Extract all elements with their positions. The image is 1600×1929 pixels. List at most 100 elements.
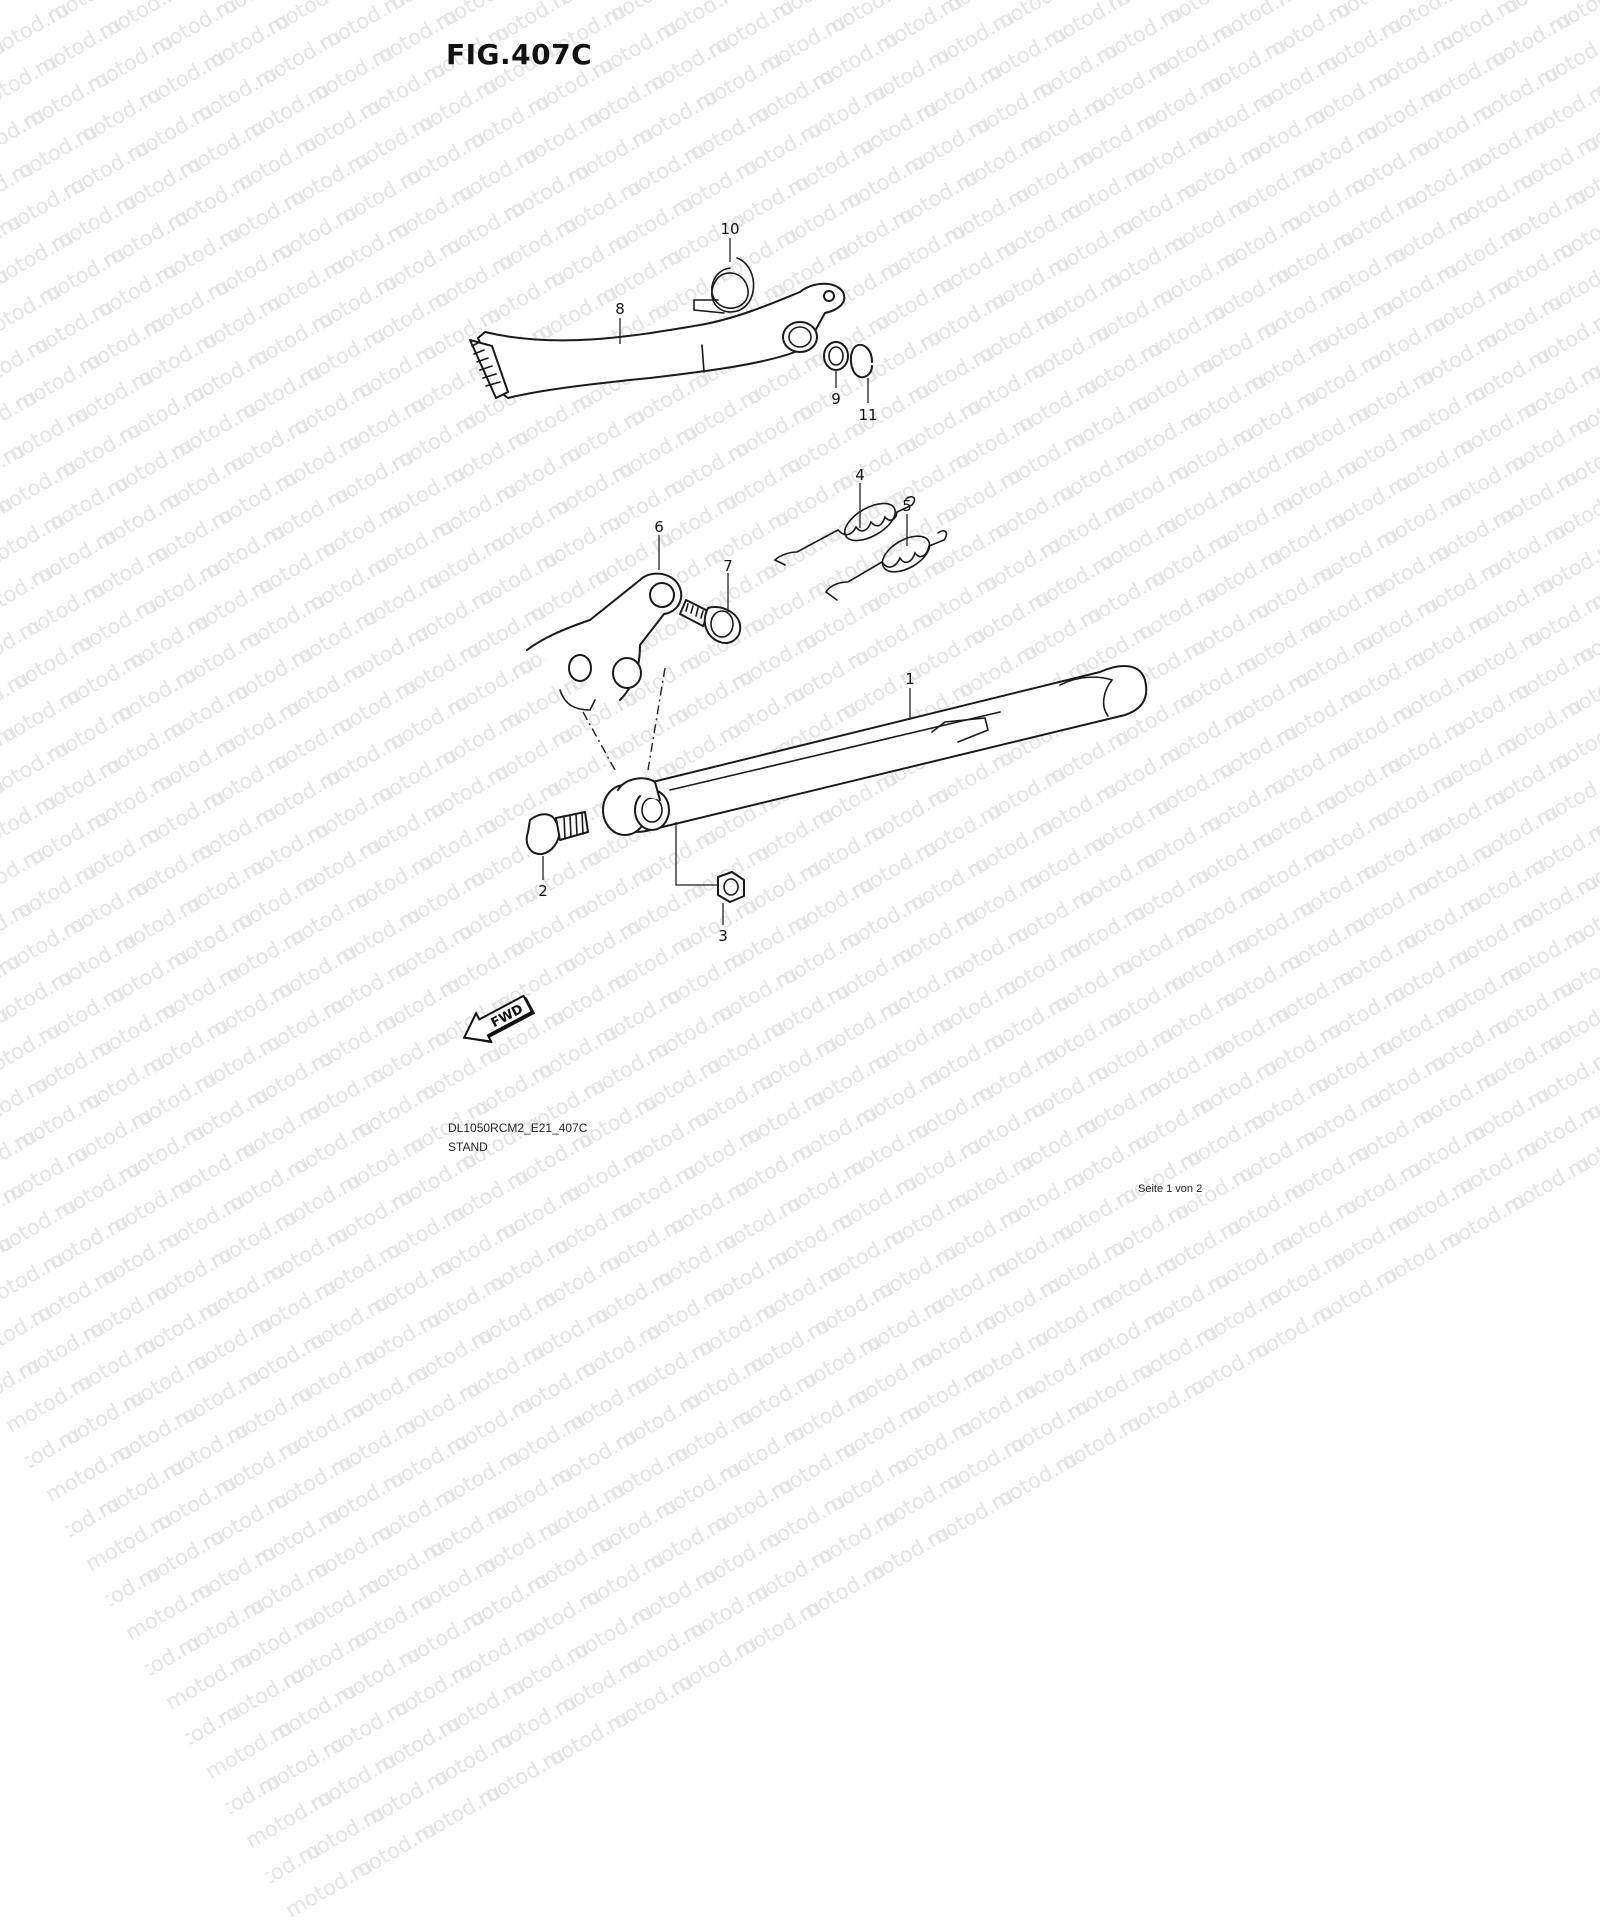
- watermark-text: motod.ru: [454, 1571, 538, 1643]
- watermark-text: motod.ru: [1251, 1250, 1335, 1322]
- watermark-text: motod.ru: [814, 1455, 898, 1527]
- watermark-text: motod.ru: [1095, 1201, 1179, 1273]
- watermark-text: motod.ru: [306, 1241, 390, 1313]
- watermark-text: motod.ru: [518, 1534, 602, 1606]
- watermark-text: motod.ru: [218, 1384, 302, 1456]
- watermark-text: motod.ru: [209, 1666, 293, 1738]
- watermark-text: motod.ru: [1123, 1324, 1207, 1396]
- watermark-text: motod.ru: [1006, 1344, 1090, 1416]
- watermark-text: motod.ru: [86, 1230, 170, 1302]
- watermark-text: motod.ru: [145, 1703, 229, 1775]
- section-name: STAND: [448, 1140, 488, 1154]
- watermark-text: motod.ru: [1187, 1287, 1271, 1359]
- watermark-text: motod.ru: [630, 1285, 714, 1357]
- watermark-text: motod.ru: [438, 1396, 522, 1468]
- watermark-text: motod.ru: [810, 1227, 894, 1299]
- watermark-text: motod.ru: [185, 1772, 269, 1844]
- watermark-text: motod.ru: [662, 1636, 746, 1708]
- watermark-text: motod.ru: [1175, 1340, 1259, 1412]
- watermark-text: motod.ru: [0, 1304, 41, 1376]
- callout-6: 6: [654, 518, 664, 536]
- bracket-bolt: [680, 600, 740, 643]
- watermark-text: motod.ru: [310, 1470, 394, 1542]
- watermark-text: motod.ru: [710, 1423, 794, 1495]
- watermark-text: motod.ru: [1070, 1307, 1154, 1379]
- watermark-text: motod.ru: [558, 1603, 642, 1675]
- watermark-text: motod.ru: [414, 1502, 498, 1574]
- watermark-text: motod.ru: [426, 1449, 510, 1521]
- watermark-text: motod.ru: [21, 1267, 105, 1339]
- watermark-text: motod.ru: [338, 1592, 422, 1664]
- watermark-text: motod.ru: [914, 1259, 998, 1331]
- watermark-text: motod.ru: [190, 1262, 274, 1334]
- watermark-text: motod.ru: [0, 1234, 1, 1306]
- watermark-text: motod.ru: [314, 1698, 398, 1770]
- watermark-text: motod.ru: [954, 1328, 1038, 1400]
- watermark-text: motod.ru: [1058, 1361, 1142, 1433]
- watermark-text: motod.ru: [826, 1402, 910, 1474]
- stand-nut: [718, 872, 744, 902]
- watermark-text: motod.ru: [274, 1629, 358, 1701]
- watermark-text: motod.ru: [598, 1673, 682, 1745]
- watermark-text: motod.ru: [378, 1661, 462, 1733]
- brake-pedal: [470, 284, 844, 398]
- watermark-text: motod.ru: [61, 1336, 145, 1408]
- watermark-text: motod.ru: [878, 1418, 962, 1490]
- watermark-text: motod.ru: [34, 1213, 118, 1285]
- watermark-text: motod.ru: [322, 1417, 406, 1489]
- watermark-text: motod.ru: [410, 1273, 494, 1345]
- watermark-text: motod.ru: [902, 1312, 986, 1384]
- watermark-text: motod.ru: [482, 1694, 566, 1766]
- watermark-text: motod.ru: [790, 1562, 874, 1634]
- watermark-text: motod.ru: [578, 1269, 662, 1341]
- stand-spring-5: [826, 529, 946, 600]
- watermark-text: motod.ru: [294, 1294, 378, 1366]
- watermark-text: motod.ru: [442, 1624, 526, 1696]
- watermark-text: motod.ru: [225, 1842, 309, 1914]
- watermark-text: motod.ru: [930, 1435, 1014, 1507]
- watermark-text: motod.ru: [129, 1528, 213, 1600]
- watermark-text: motod.ru: [494, 1640, 578, 1712]
- watermark-text: motod.ru: [642, 1232, 726, 1304]
- callout-8: 8: [615, 300, 625, 318]
- watermark-text: motod.ru: [774, 1386, 858, 1458]
- watermark-text: motod.ru: [242, 1278, 326, 1350]
- watermark-text: motod.ru: [230, 1331, 314, 1403]
- watermark-text: motod.ru: [610, 1620, 694, 1692]
- watermark-text: motod.ru: [334, 1363, 418, 1435]
- watermark-text: motod.ru: [418, 1731, 502, 1803]
- watermark-text: motod.ru: [402, 1555, 486, 1627]
- watermark-text: motod.ru: [646, 1460, 730, 1532]
- watermark-text: motod.ru: [1303, 1266, 1387, 1338]
- watermark-text: motod.ru: [658, 1407, 742, 1479]
- watermark-text: motod.ru: [862, 1243, 946, 1315]
- model-code: DL1050RCM2_E21_407C: [448, 1121, 587, 1135]
- watermark-text: motod.ru: [802, 1509, 886, 1581]
- watermark-text: motod.ru: [726, 1599, 810, 1671]
- watermark-text: motod.ru: [0, 1426, 69, 1498]
- callout-4: 4: [855, 466, 865, 484]
- page-indicator: Seite 1 von 2: [1138, 1183, 1202, 1195]
- watermark-text: motod.ru: [1083, 1254, 1167, 1326]
- watermark-text: motod.ru: [254, 1225, 338, 1297]
- callout-1: 1: [905, 670, 915, 688]
- callout-10: 10: [720, 220, 739, 238]
- watermark-text: motod.ru: [221, 1613, 305, 1685]
- watermark-text: motod.ru: [298, 1523, 382, 1595]
- watermark-text: motod.ru: [530, 1481, 614, 1553]
- watermark-text: motod.ru: [246, 1507, 330, 1579]
- watermark-text: motod.ru: [77, 1511, 161, 1583]
- watermark-text: motod.ru: [538, 1199, 622, 1271]
- callout-5: 5: [902, 497, 912, 515]
- watermark-text: motod.ru: [105, 1634, 189, 1706]
- watermark-text: motod.ru: [758, 1211, 842, 1283]
- parts-diagram: 10 8 9 11 4 5 6 7 1 2 3 FWD: [0, 0, 1600, 1200]
- callout-2: 2: [538, 882, 548, 900]
- watermark-text: motod.ru: [1199, 1233, 1283, 1305]
- watermark-text: motod.ru: [994, 1398, 1078, 1470]
- watermark-text: motod.ru: [166, 1368, 250, 1440]
- watermark-text: motod.ru: [286, 1576, 370, 1648]
- watermark-text: motod.ru: [0, 1357, 29, 1429]
- watermark-text: motod.ru: [157, 1650, 241, 1722]
- watermark-text: motod.ru: [462, 1289, 546, 1361]
